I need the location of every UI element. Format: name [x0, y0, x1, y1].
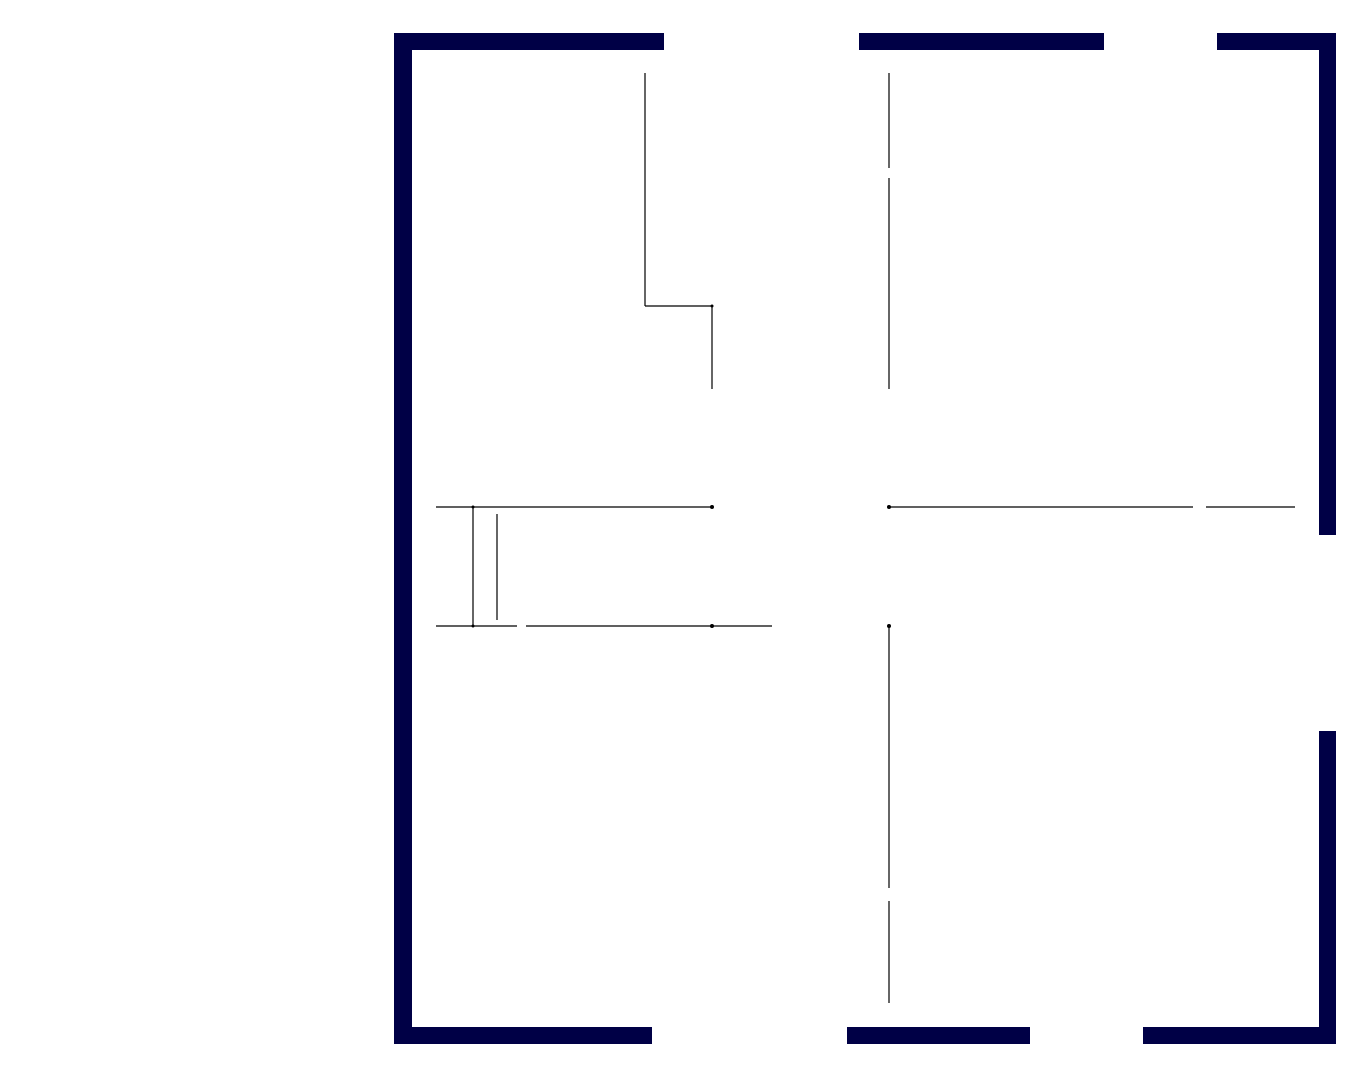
junction-node — [887, 505, 891, 509]
outer-wall-right-upper — [1319, 33, 1336, 535]
junction-node — [471, 505, 475, 509]
outer-wall-right-lower — [1319, 731, 1336, 1044]
outer-wall-top-center — [859, 33, 1104, 50]
junction-node — [710, 624, 714, 628]
junction-node — [710, 304, 714, 308]
junction-node — [887, 624, 891, 628]
outer-wall-top-left — [394, 33, 664, 50]
outer-wall-bottom-center — [847, 1027, 1030, 1044]
outer-wall-bottom-right — [1143, 1027, 1336, 1044]
junction-node — [471, 624, 475, 628]
outer-wall-bottom-left — [394, 1027, 652, 1044]
outer-wall-top-right — [1217, 33, 1336, 50]
outer-wall-left — [394, 33, 412, 1044]
wall-junctions — [471, 304, 891, 628]
interior-partitions — [436, 73, 1295, 1003]
outer-walls — [394, 33, 1336, 1044]
junction-node — [710, 505, 714, 509]
